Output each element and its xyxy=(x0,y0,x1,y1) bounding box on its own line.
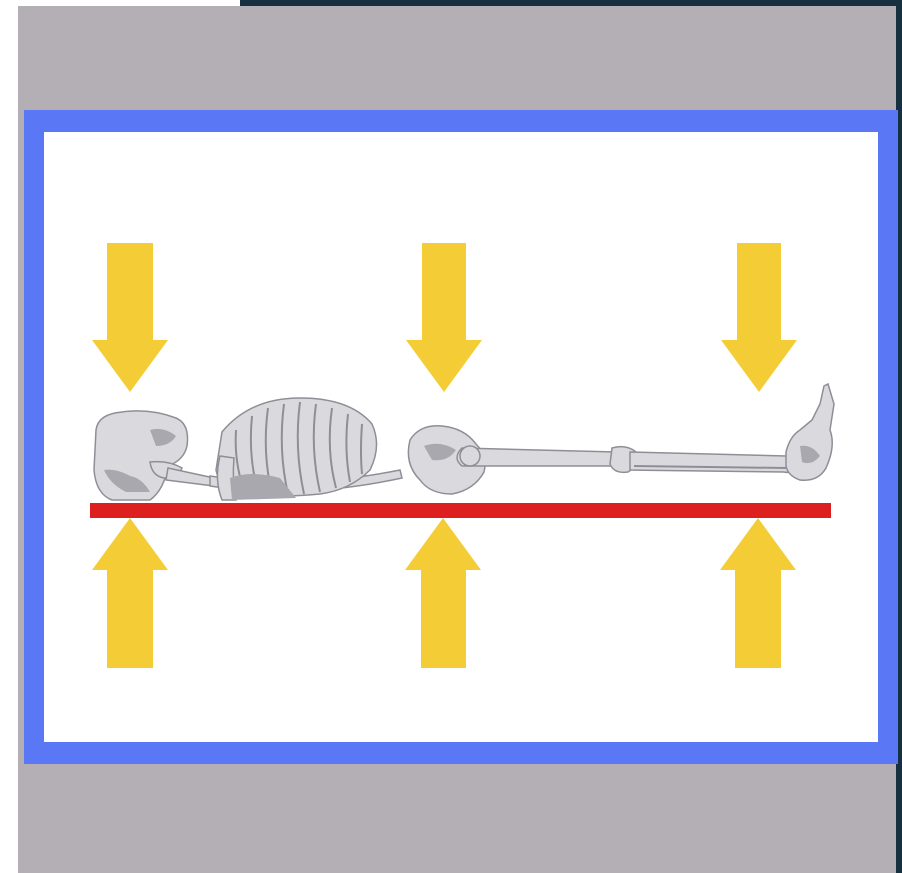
femur xyxy=(457,448,628,466)
arrow-down-icon xyxy=(92,243,168,392)
arrow-down-icon xyxy=(721,243,797,392)
arrow-down-icon xyxy=(406,243,482,392)
arrow-up-icon xyxy=(405,518,481,668)
arrow-up-icon xyxy=(720,518,796,668)
tibia xyxy=(630,452,796,472)
skeleton-icon xyxy=(94,384,834,500)
foot xyxy=(786,384,834,480)
arrow-up-icon xyxy=(92,518,168,668)
surface-line xyxy=(90,503,831,518)
